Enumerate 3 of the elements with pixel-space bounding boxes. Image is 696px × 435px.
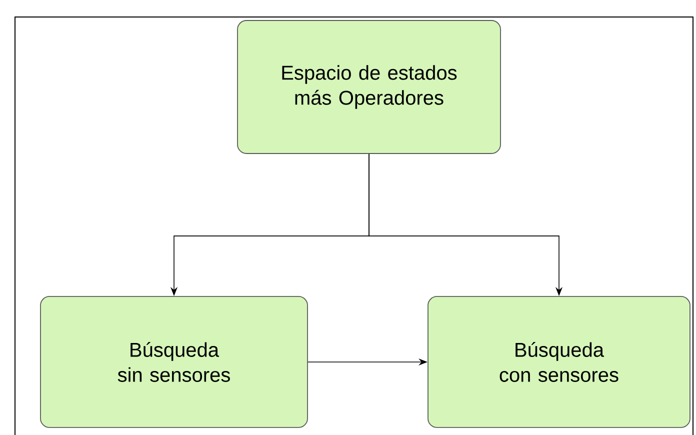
process-box: Búsqueda sin sensores — [40, 296, 308, 428]
process-box: Búsqueda con sensores — [428, 296, 690, 428]
process-box: Espacio de estados más Operadores — [237, 20, 501, 154]
